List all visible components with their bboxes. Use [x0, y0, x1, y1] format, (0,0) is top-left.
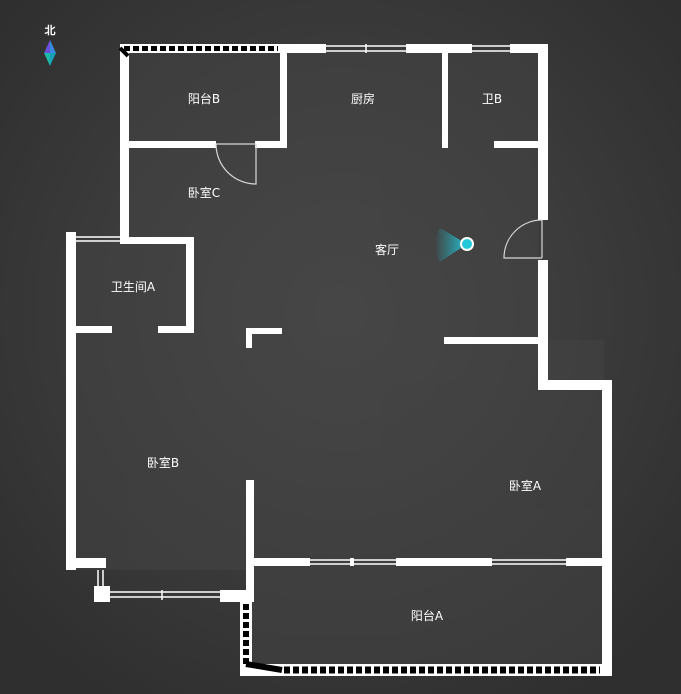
- room-label-bedroom-a: 卧室A: [509, 478, 542, 493]
- room-label-balcony-a: 阳台A: [411, 608, 444, 623]
- windows: [76, 44, 566, 600]
- compass-label: 北: [45, 23, 56, 37]
- balcony-railings: [118, 44, 604, 676]
- room-label-balcony-b: 阳台B: [188, 91, 220, 106]
- room-label-kitchen: 厨房: [351, 91, 375, 106]
- room-labels: 阳台B 厨房 卫B 卧室C 客厅 卫生间A 卧室B 卧室A 阳台A: [111, 91, 542, 623]
- room-label-bath-b: 卫B: [482, 92, 502, 106]
- room-label-bedroom-b: 卧室B: [147, 455, 179, 470]
- room-label-living-room: 客厅: [375, 242, 399, 257]
- viewpoint-marker-icon: [434, 228, 474, 262]
- room-label-bedroom-c: 卧室C: [188, 185, 220, 200]
- room-label-bath-a: 卫生间A: [111, 280, 156, 294]
- doors: [215, 143, 543, 259]
- north-compass-icon: 北: [44, 23, 56, 66]
